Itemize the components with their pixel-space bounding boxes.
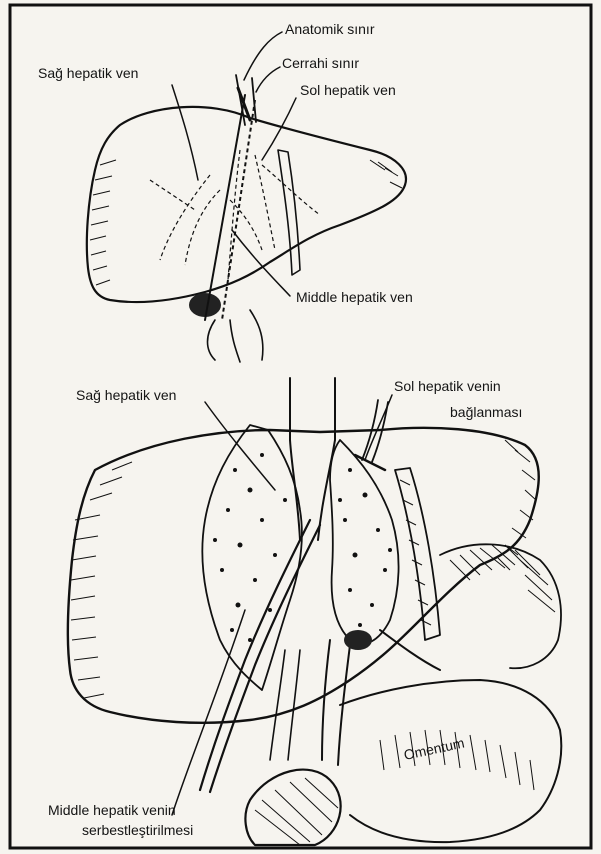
label-right-hepatic-vein-bottom: Sağ hepatik ven bbox=[76, 387, 176, 403]
gallbladder-shape bbox=[189, 293, 221, 317]
label-middle-hepatic-vein-release-line1: Middle hepatik venin bbox=[48, 802, 176, 818]
label-surgical-border: Cerrahi sınır bbox=[282, 55, 359, 71]
label-left-hepatic-vein-ligation-line1: Sol hepatik venin bbox=[394, 378, 501, 394]
label-left-hepatic-vein-top: Sol hepatik ven bbox=[300, 82, 396, 98]
top-liver-drawing bbox=[87, 75, 406, 362]
label-anatomic-border: Anatomik sınır bbox=[285, 21, 375, 37]
label-omentum: Omentum bbox=[402, 735, 465, 763]
label-right-hepatic-vein-top: Sağ hepatik ven bbox=[38, 65, 138, 81]
label-middle-hepatic-vein-top: Middle hepatik ven bbox=[296, 289, 413, 305]
label-middle-hepatic-vein-release-line2: serbestleştirilmesi bbox=[82, 822, 193, 838]
label-left-hepatic-vein-ligation-line2: bağlanması bbox=[450, 404, 522, 420]
bottom-liver-drawing bbox=[68, 378, 561, 845]
